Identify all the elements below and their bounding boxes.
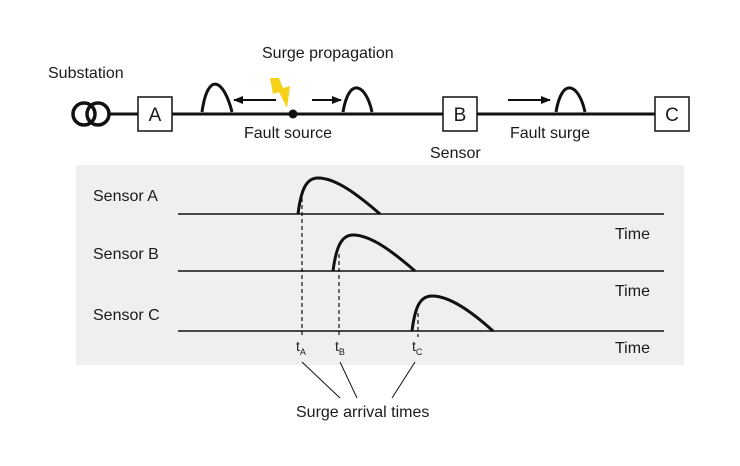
waveform-panel: Sensor A Sensor B Sensor C Time Time Tim… <box>76 165 684 365</box>
fault-source-label: Fault source <box>244 125 332 142</box>
sensor-b-waveform <box>331 233 416 273</box>
node-box-c: C <box>654 96 690 132</box>
node-c-label: C <box>665 105 679 126</box>
transformer-icon <box>71 101 111 127</box>
sensor-c-row-label: Sensor C <box>93 307 160 324</box>
tick-label-ta: tA <box>296 338 306 357</box>
propagation-label: Surge propagation <box>262 45 394 62</box>
tick-label-tc: tC <box>412 338 423 357</box>
caption-pointer-c <box>391 361 416 399</box>
node-box-b: B <box>442 96 478 132</box>
fault-surge-label: Fault surge <box>510 125 590 142</box>
sensor-c-waveform <box>410 294 495 333</box>
surge-pulse-far <box>554 86 587 113</box>
node-b-label: B <box>454 105 467 126</box>
caption-pointer-a <box>301 361 341 399</box>
fault-point <box>288 109 298 119</box>
lightning-icon <box>270 78 290 108</box>
sensor-label: Sensor <box>430 145 481 162</box>
node-a-label: A <box>149 105 162 126</box>
arrival-times-caption: Surge arrival times <box>296 404 429 421</box>
tick-label-tb: tB <box>335 338 345 357</box>
substation-label: Substation <box>48 65 124 82</box>
sensor-a-waveform <box>296 176 381 216</box>
sensor-b-row-label: Sensor B <box>93 246 159 263</box>
node-box-a: A <box>137 96 173 132</box>
sensor-a-time-label: Time <box>615 226 650 243</box>
surge-pulse-left <box>200 82 234 113</box>
waveform-panel-bg <box>76 165 684 365</box>
sensor-b-time-label: Time <box>615 283 650 300</box>
arrival-caption-group: Surge arrival times <box>296 361 429 421</box>
sensor-c-time-label: Time <box>615 340 650 357</box>
surge-pulse-right <box>341 86 374 113</box>
caption-pointer-b <box>339 361 358 399</box>
sensor-a-row-label: Sensor A <box>93 188 158 205</box>
power-line-section: Substation A B C <box>48 45 690 162</box>
